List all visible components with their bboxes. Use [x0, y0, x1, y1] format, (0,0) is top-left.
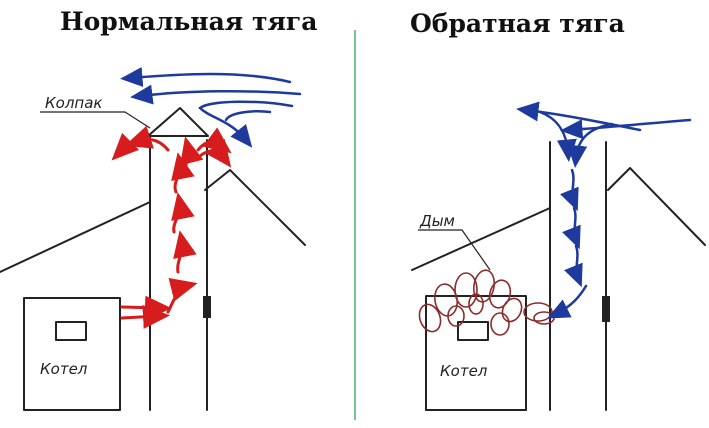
left-roof [0, 169, 306, 273]
right-roof [411, 167, 706, 271]
left-chimney [149, 134, 211, 411]
right-smoke-label: Дым [419, 212, 455, 230]
right-chimney [549, 141, 610, 411]
left-boiler-label: Котел [40, 360, 88, 378]
left-title: Нормальная тяга [60, 7, 317, 36]
left-wind-arrows [120, 67, 302, 148]
left-cap-label: Колпак [45, 94, 102, 112]
right-boiler-label: Котел [440, 362, 488, 380]
right-smoke-curls [418, 269, 555, 336]
right-title: Обратная тяга [410, 9, 625, 38]
left-boiler [23, 297, 121, 411]
right-wind-arrows [516, 101, 692, 319]
left-hot-gas-arrows [111, 125, 232, 329]
smoke-pointer [418, 229, 491, 271]
left-cap [40, 107, 209, 137]
